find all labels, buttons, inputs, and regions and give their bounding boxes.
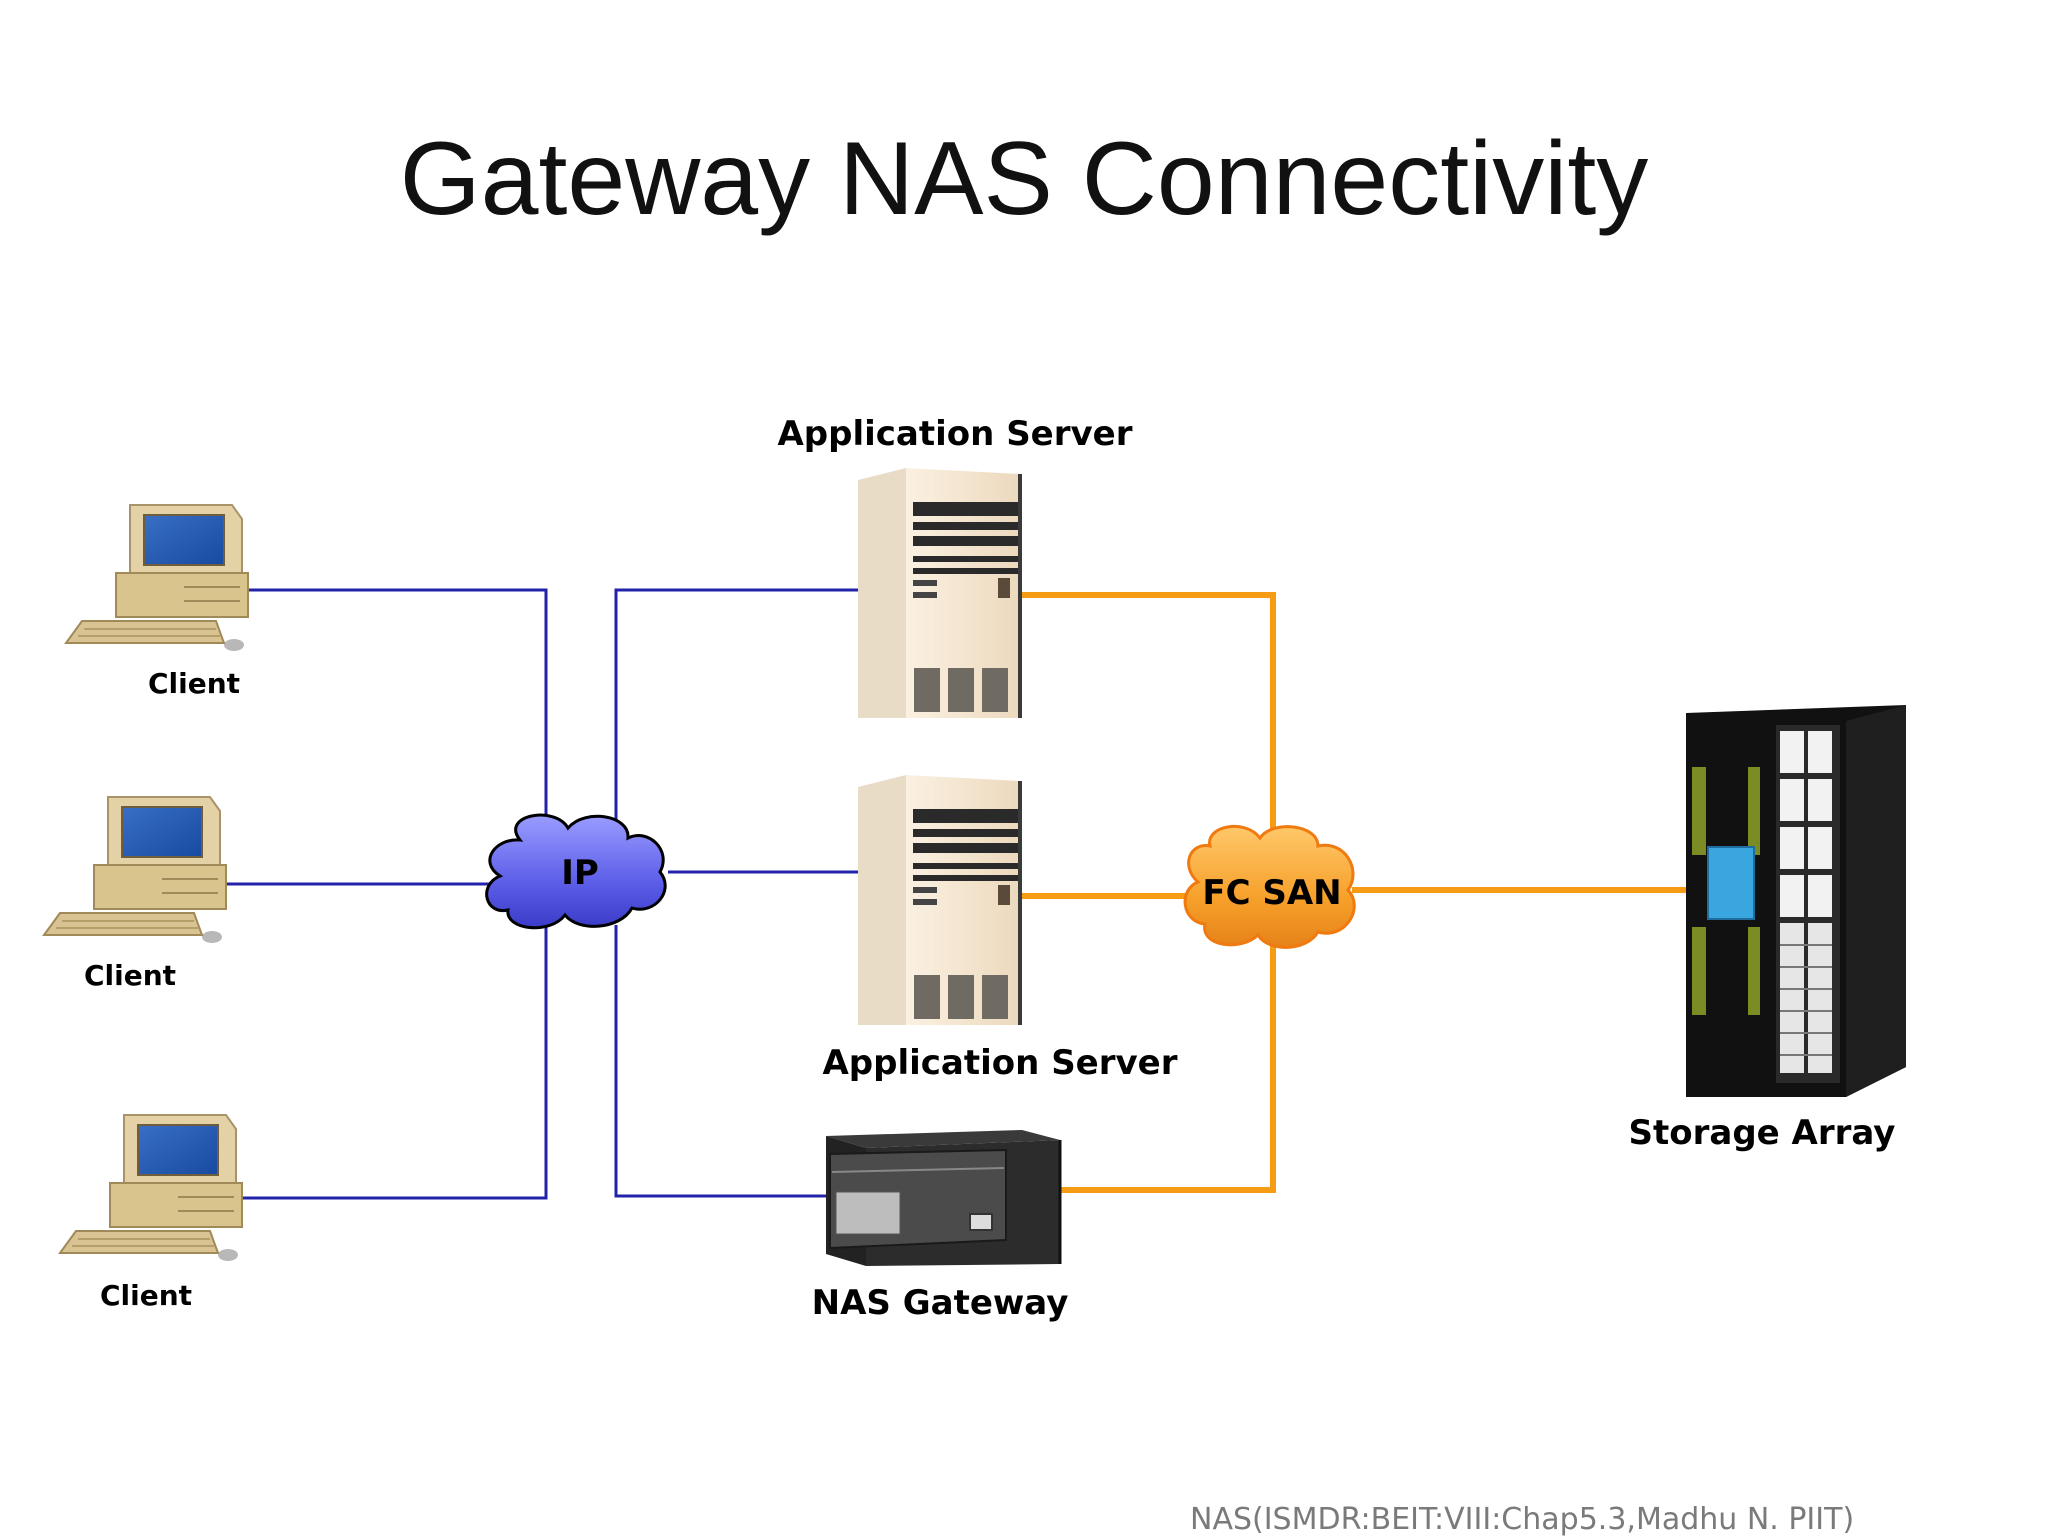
ip-cloud: IP: [485, 813, 667, 930]
fc-links: [1016, 592, 1686, 1193]
slide-footer: NAS(ISMDR:BEIT:VIII:Chap5.3,Madhu N. PII…: [1190, 1502, 1855, 1537]
ip-links: [225, 588, 860, 1200]
client-2-label: Client: [84, 959, 176, 992]
client-2: Client: [42, 796, 227, 992]
client-3-label: Client: [100, 1279, 192, 1312]
ip-cloud-label: IP: [561, 853, 599, 893]
fc-san-label: FC SAN: [1202, 873, 1341, 913]
nas-gateway: NAS Gateway: [812, 1130, 1069, 1323]
storage-array: [1686, 705, 1906, 1097]
tower-server-icon: [858, 468, 1022, 718]
client-1: Client: [64, 504, 249, 700]
client-1-label: Client: [148, 667, 240, 700]
tower-server-icon: [858, 775, 1022, 1025]
link-client-1-ip: [245, 588, 548, 840]
app-server-2: [858, 775, 1022, 1025]
cloud-icon: [1183, 824, 1356, 949]
app-server-2-label: Application Server: [822, 1043, 1177, 1083]
link-ip-app-server-1: [614, 588, 860, 840]
slide-title: Gateway NAS Connectivity: [399, 121, 1649, 237]
link-app-server-1-fc: [1016, 592, 1276, 840]
desktop-computer-icon: [58, 1114, 243, 1261]
app-server-1: [858, 468, 1022, 718]
cloud-icon: [485, 813, 667, 930]
storage-array-icon: [1686, 705, 1906, 1097]
desktop-computer-icon: [42, 796, 227, 943]
client-3: Client: [58, 1114, 243, 1312]
link-ip-nas-gateway: [614, 925, 828, 1198]
nas-gateway-icon: [826, 1130, 1062, 1266]
storage-array-label: Storage Array: [1629, 1113, 1896, 1153]
fc-san-cloud: FC SAN: [1183, 824, 1356, 949]
link-client-3-ip: [240, 925, 548, 1200]
app-server-1-label: Application Server: [777, 414, 1132, 454]
nas-gateway-label: NAS Gateway: [812, 1283, 1069, 1323]
link-nas-gateway-fc: [1060, 940, 1276, 1193]
desktop-computer-icon: [64, 504, 249, 651]
